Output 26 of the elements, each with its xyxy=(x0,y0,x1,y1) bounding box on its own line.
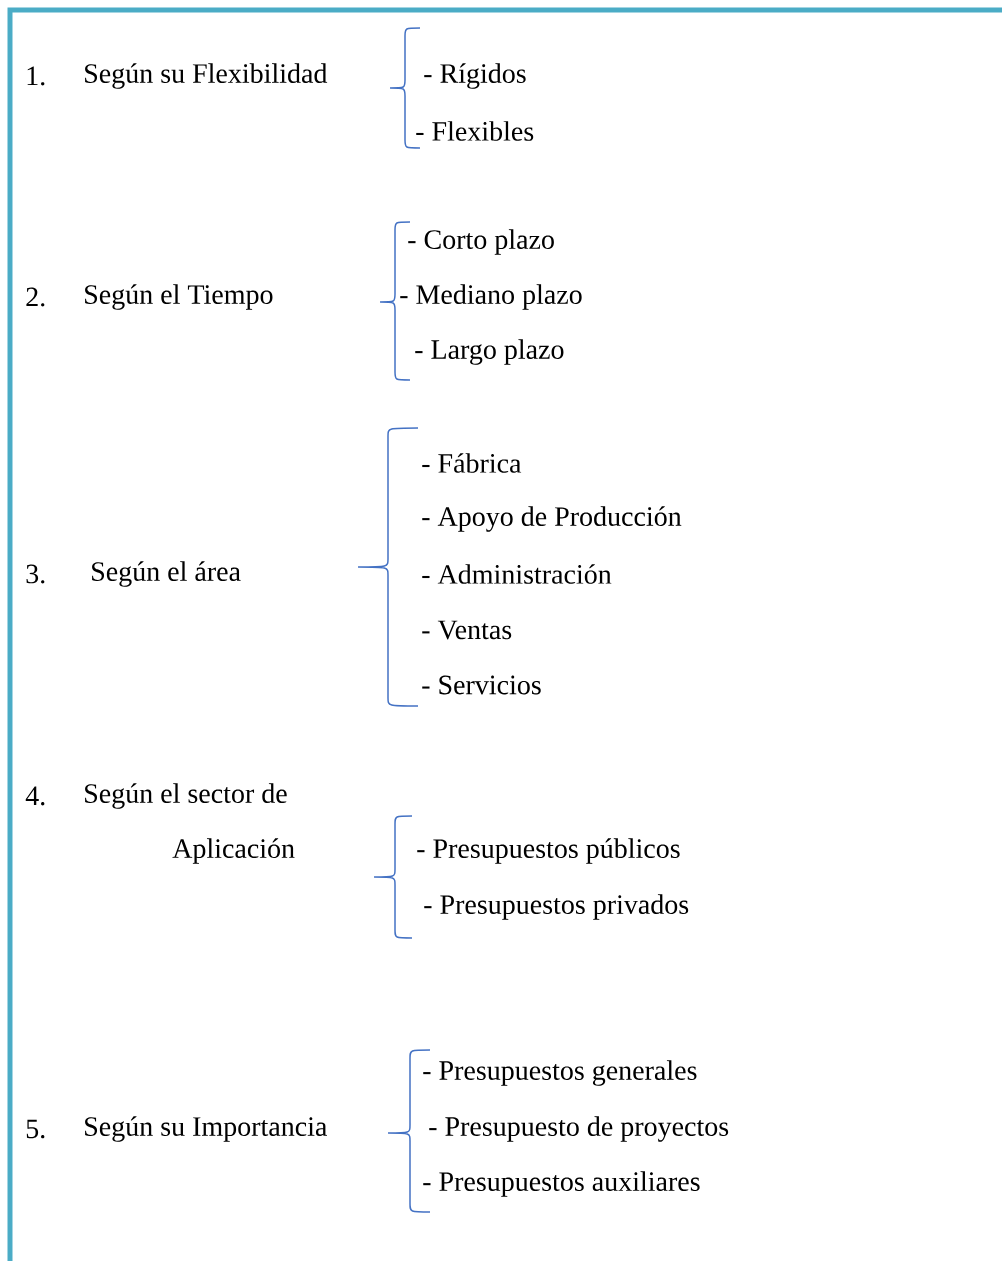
category-title: Según su Importancia xyxy=(85,1116,327,1142)
list-item: - Presupuestos públicos xyxy=(417,838,680,864)
list-number: 4. xyxy=(25,786,45,806)
category-title: Aplicación xyxy=(172,838,295,864)
list-number: 1. xyxy=(27,66,45,86)
list-item: - Administración xyxy=(422,564,612,584)
list-item: - Rígidos xyxy=(424,63,526,89)
list-item: - Ventas xyxy=(422,620,512,640)
list-number: 2. xyxy=(26,287,45,307)
list-item: - Corto plazo xyxy=(408,229,554,255)
list-item: - Presupuestos privados xyxy=(424,894,689,920)
list-number: 5. xyxy=(26,1119,45,1139)
list-item: - Mediano plazo xyxy=(400,284,582,310)
list-item: - Presupuesto de proyectos xyxy=(429,1116,729,1142)
list-item: - Largo plazo xyxy=(415,339,564,365)
list-item: - Fábrica xyxy=(422,453,522,473)
list-number: 3. xyxy=(26,564,45,584)
category-title: Según el sector de xyxy=(85,783,287,809)
category-title: Según el área xyxy=(92,561,241,587)
list-item: - Apoyo de Producción xyxy=(422,506,682,532)
list-item: - Presupuestos generales xyxy=(423,1060,697,1086)
list-item: - Presupuestos auxiliares xyxy=(423,1171,700,1197)
category-title: Según el Tiempo xyxy=(85,284,273,310)
list-item: - Flexibles xyxy=(416,121,534,141)
list-item: - Servicios xyxy=(422,675,541,695)
category-title: Según su Flexibilidad xyxy=(85,63,328,89)
